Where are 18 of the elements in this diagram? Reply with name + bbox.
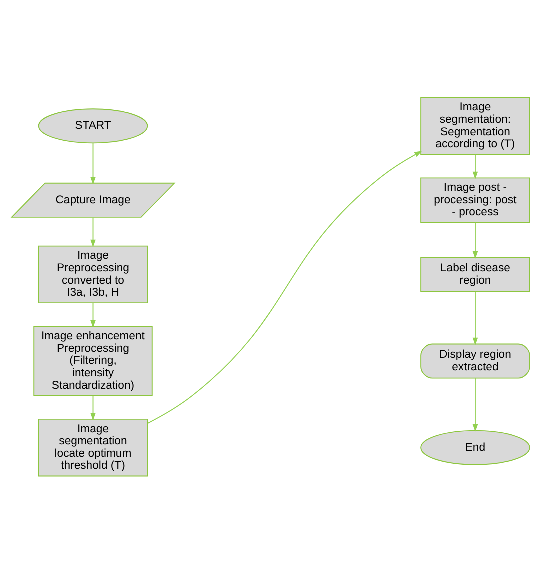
arrow <box>90 302 96 328</box>
node-ellipse: End <box>420 430 530 466</box>
node-ellipse: START <box>38 108 148 144</box>
arrow <box>147 151 422 424</box>
arrow <box>472 154 478 180</box>
node-box: Label disease region <box>420 257 530 292</box>
node-box: Image Preprocessing converted to I3a, I3b, H <box>38 246 148 304</box>
arrow <box>472 292 478 346</box>
node-box: Image segmentation: Segmentation according to (T) <box>420 97 530 156</box>
arrow <box>90 395 96 421</box>
node-box: Image segmentation locate optimum threshold (T) <box>38 418 148 477</box>
node-box: Display region extracted <box>420 344 530 379</box>
arrow <box>90 143 96 185</box>
arrow <box>472 378 478 432</box>
node-box: Image enhancement Preprocessing (Filtering, intensity Standardization) <box>34 326 153 396</box>
arrow <box>90 217 96 248</box>
node-box: Image post - processing: post - process <box>420 178 530 224</box>
arrow <box>472 222 478 260</box>
